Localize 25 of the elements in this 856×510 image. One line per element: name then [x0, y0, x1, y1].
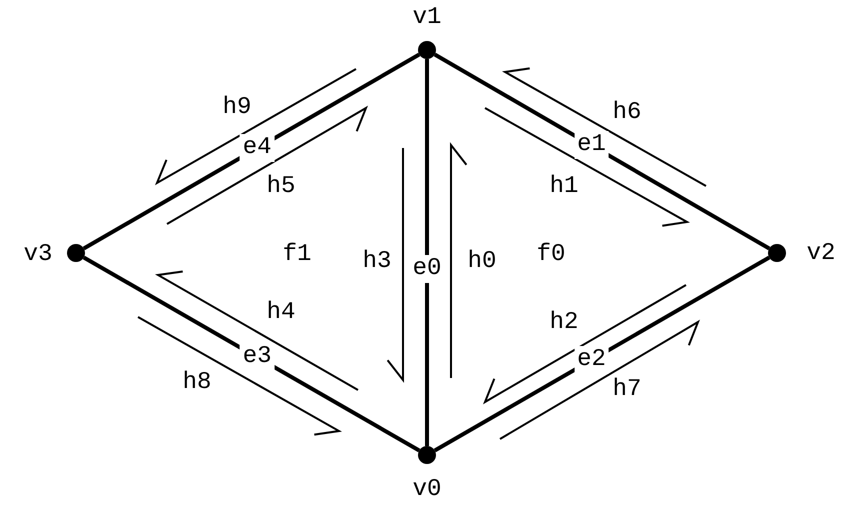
edge-line — [434, 52, 770, 250]
edge-line — [82, 52, 420, 250]
edge-label: e4 — [240, 134, 275, 162]
edge-label: e1 — [574, 131, 609, 160]
half-edge-label: h9 — [222, 96, 252, 120]
face-label: f1 — [282, 243, 312, 267]
edge-line — [425, 59, 429, 446]
half-edge-label: h8 — [182, 371, 212, 395]
half-edge-label: h1 — [550, 175, 578, 199]
vertex-label: v0 — [412, 478, 442, 502]
face-label: f0 — [536, 243, 566, 267]
edge-label: e3 — [240, 343, 275, 372]
half-edge-label: h3 — [362, 250, 392, 274]
half-edge-label: h4 — [266, 301, 296, 325]
vertex-label: v3 — [24, 243, 52, 267]
vertex-label: v2 — [806, 242, 836, 266]
edge-line — [82, 256, 420, 452]
edge-line — [434, 256, 770, 452]
half-edge-label: h0 — [468, 250, 496, 274]
half-edge-label: h6 — [612, 101, 642, 125]
half-edge-label: h7 — [612, 378, 642, 402]
half-edge-label: h5 — [266, 175, 296, 199]
vertex-label: v1 — [412, 6, 442, 30]
half-edge-label: h2 — [550, 311, 578, 335]
edge-label: e2 — [574, 346, 609, 374]
